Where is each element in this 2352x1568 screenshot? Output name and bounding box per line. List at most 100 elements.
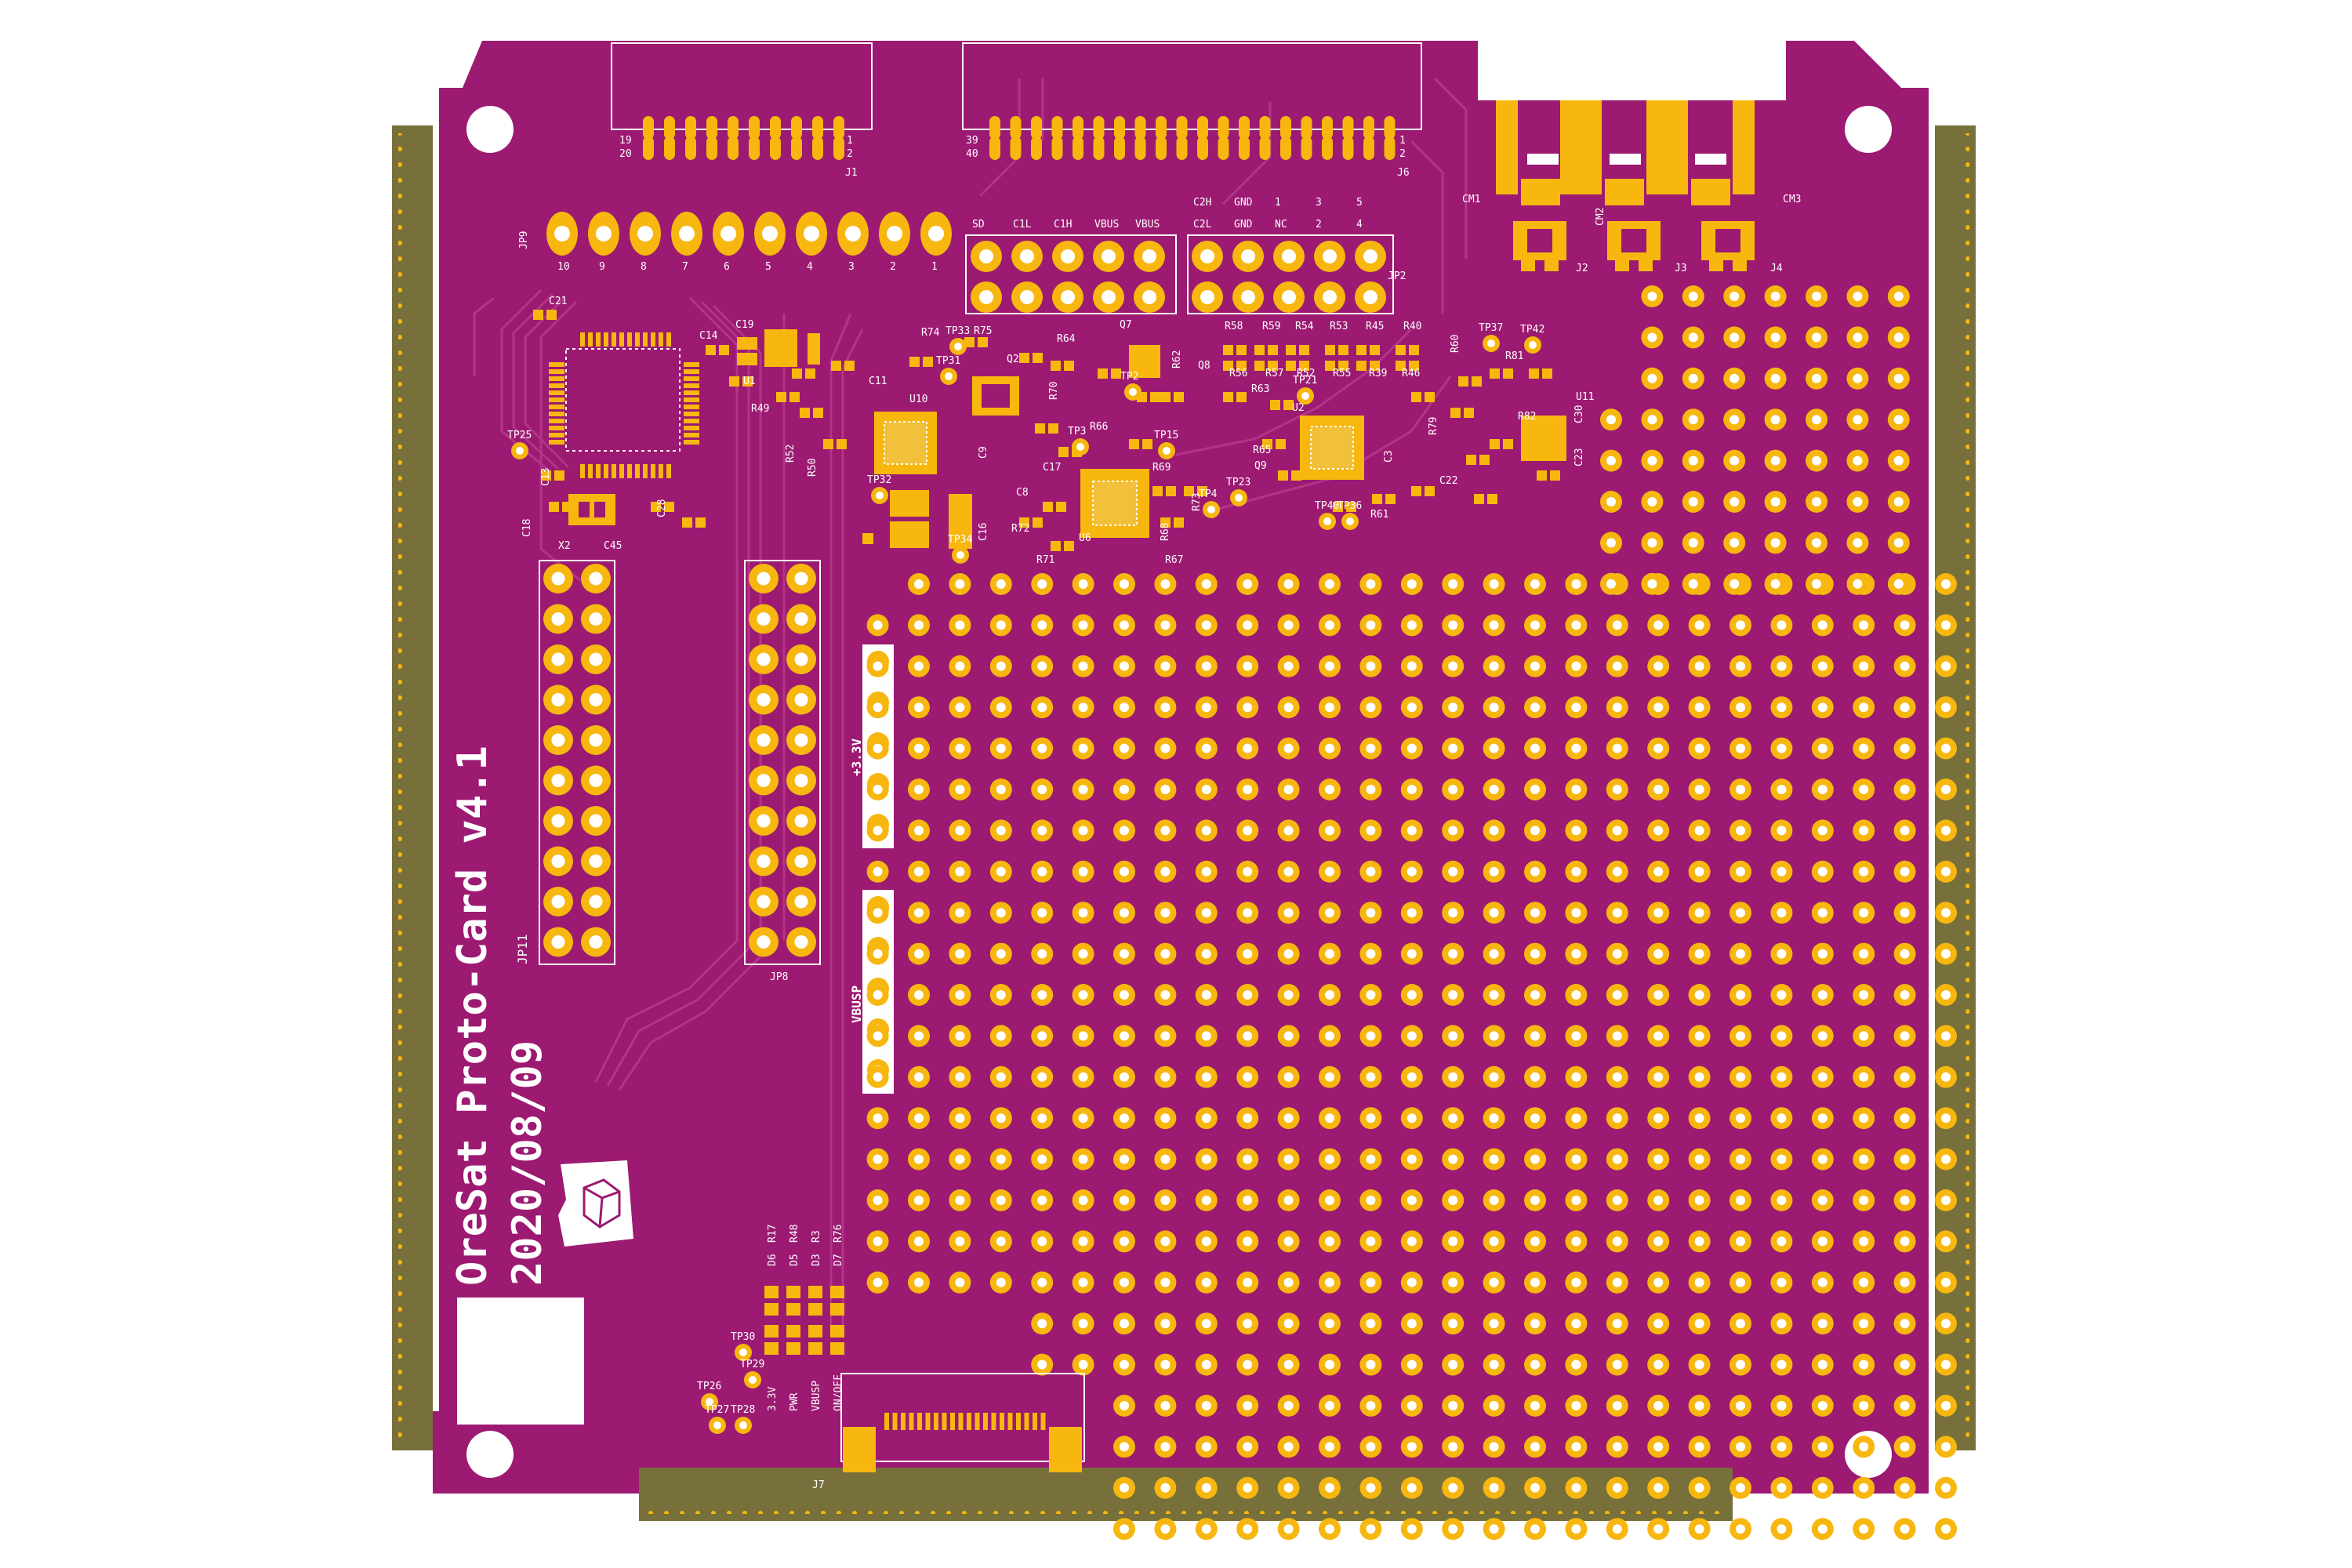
jp11-pin-hole	[551, 773, 565, 788]
proto-hole-drill	[1694, 1442, 1704, 1452]
proto-hole-drill	[1736, 1154, 1745, 1164]
ref-q2: Q2	[1007, 354, 1019, 365]
proto-hole-drill	[1037, 1031, 1047, 1041]
proto-hole-drill	[1243, 949, 1253, 959]
cm3-label: CM3	[1783, 194, 1801, 205]
proto-hole-drill	[1859, 1113, 1869, 1123]
jp2-pin-hole	[1102, 249, 1116, 263]
proto-hole-drill	[1448, 1031, 1458, 1041]
proto-hole-drill	[1530, 1524, 1540, 1534]
mcu-pad	[684, 383, 699, 388]
proto-hole-drill	[1530, 1236, 1540, 1247]
jp2-outline-left	[965, 234, 1177, 314]
jp8-pins	[749, 564, 816, 957]
proto-hole-drill	[1688, 497, 1698, 506]
j1-ref: J1	[845, 167, 858, 179]
proto-hole-drill	[1078, 826, 1088, 836]
ref-c19: C19	[735, 319, 753, 331]
smd-pad	[1370, 361, 1380, 371]
proto-hole-drill	[1366, 1442, 1376, 1452]
proto-hole-drill	[1612, 990, 1622, 1000]
proto-hole-drill	[1160, 702, 1171, 713]
proto-hole-drill	[1893, 415, 1904, 425]
proto-hole-drill	[1900, 1196, 1910, 1205]
jp8-pin-hole	[757, 814, 771, 828]
smd-pad	[1396, 345, 1406, 355]
jp11-pin-hole	[551, 935, 565, 949]
j6-pin	[1301, 136, 1312, 160]
proto-hole-drill	[914, 1196, 924, 1205]
proto-hole-drill	[873, 908, 883, 918]
proto-hole-drill	[873, 661, 883, 671]
smd-pad	[1152, 486, 1163, 496]
j6-pin	[1342, 116, 1354, 140]
smd-pad	[792, 368, 802, 379]
proto-hole-drill	[1448, 1442, 1458, 1452]
smd-pad	[706, 345, 716, 355]
ref-r66: R66	[1090, 421, 1108, 433]
proto-hole-drill	[1078, 866, 1088, 877]
proto-hole-drill	[1777, 908, 1787, 918]
led-resistor-label: R3	[811, 1230, 822, 1243]
testpoint-label: TP37	[1479, 322, 1503, 334]
proto-hole-drill	[1812, 415, 1821, 425]
proto-hole-drill	[1120, 1483, 1129, 1493]
proto-hole-drill	[996, 1154, 1006, 1164]
jp2-label: C2L	[1193, 219, 1212, 230]
led-function-label: PWR	[789, 1392, 800, 1411]
testpoint-label: TP4	[1199, 488, 1218, 500]
proto-hole-drill	[1120, 1319, 1129, 1329]
led-diode-pad	[830, 1342, 844, 1355]
proto-hole-drill	[1078, 743, 1088, 753]
proto-hole-drill	[1859, 785, 1869, 794]
proto-hole-drill	[1489, 949, 1499, 959]
proto-hole-drill	[1037, 1154, 1047, 1164]
proto-hole-drill	[1489, 1072, 1499, 1082]
led-resistor-label: R48	[789, 1225, 800, 1243]
j6-pin	[1134, 136, 1146, 160]
testpoint-tp25-hole	[516, 447, 524, 455]
jp9-pin-label: 7	[682, 261, 688, 273]
smd-pad	[1033, 517, 1043, 528]
proto-hole-drill	[1037, 908, 1047, 918]
proto-hole-drill	[1201, 1442, 1211, 1452]
proto-hole-drill	[1325, 1401, 1334, 1410]
proto-hole-drill	[1406, 1401, 1417, 1410]
proto-hole-drill	[1448, 990, 1458, 1000]
testpoint-tp21-hole	[1301, 392, 1309, 400]
proto-hole-drill	[1243, 702, 1253, 713]
proto-hole-drill	[1900, 661, 1910, 671]
j1-pin	[685, 116, 696, 140]
proto-hole-drill	[1612, 1196, 1622, 1205]
proto-hole-drill	[1900, 702, 1910, 713]
ref-r46: R46	[1402, 368, 1420, 379]
proto-hole-drill	[1283, 1359, 1294, 1370]
proto-hole-drill	[1859, 1401, 1869, 1410]
proto-hole-drill	[1817, 1277, 1828, 1287]
jp2-pin-hole	[1200, 249, 1214, 263]
ref-c3: C3	[1383, 450, 1395, 463]
proto-hole-drill	[1853, 456, 1863, 466]
proto-hole-drill	[914, 1277, 924, 1287]
j1-pin	[706, 136, 717, 160]
mcu-pad	[596, 464, 601, 478]
jp2-pin-hole	[1020, 249, 1034, 263]
testpoint-tp40-hole	[1323, 517, 1331, 525]
ref-r49: R49	[751, 403, 769, 415]
proto-hole-drill	[1571, 1359, 1581, 1370]
proto-hole-drill	[873, 826, 883, 836]
proto-grid	[866, 285, 1957, 1541]
j6-pin	[1093, 136, 1105, 160]
proto-hole-drill	[1078, 661, 1088, 671]
proto-hole-drill	[1777, 1401, 1787, 1410]
proto-hole-drill	[1160, 1196, 1171, 1205]
proto-hole-drill	[1571, 1524, 1581, 1534]
proto-hole-drill	[1406, 743, 1417, 753]
jp11-pin-hole	[589, 612, 603, 626]
mcu-pad	[588, 464, 593, 478]
j1-pin-label-1: 1	[847, 135, 853, 147]
proto-hole-drill	[1160, 1359, 1171, 1370]
mcu-pad	[684, 376, 699, 381]
proto-hole-drill	[1893, 497, 1904, 506]
proto-hole-drill	[1366, 702, 1376, 713]
